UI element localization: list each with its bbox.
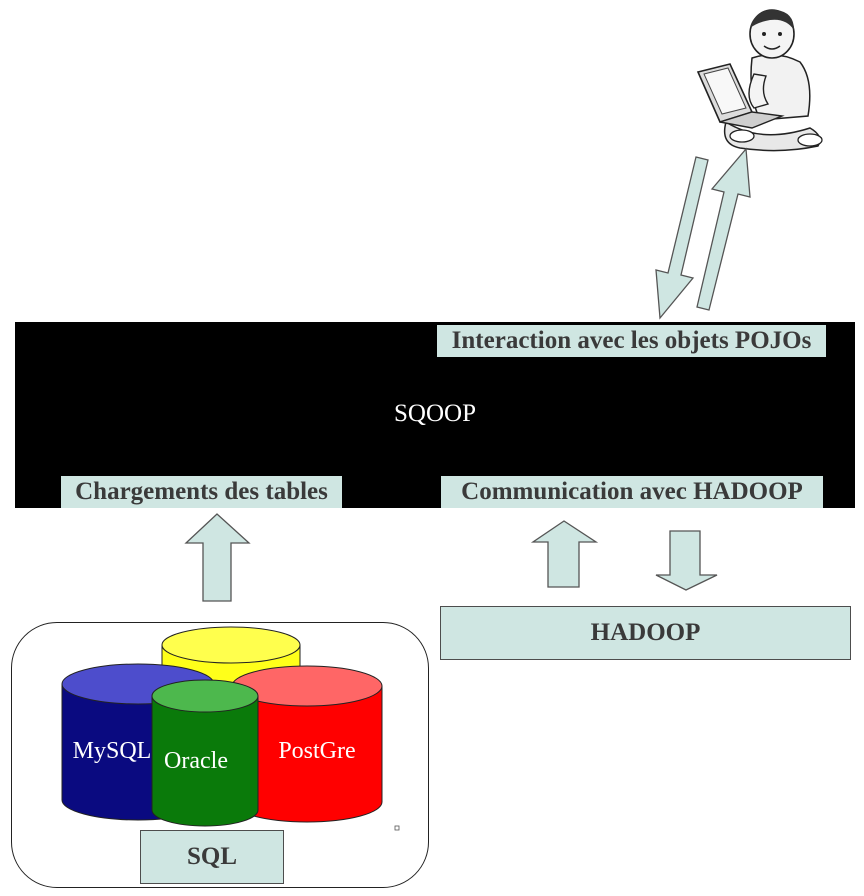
sql-databases-group xyxy=(11,622,429,888)
mysql-label: MySQL xyxy=(73,738,152,764)
sqoop-title: SQOOP xyxy=(394,400,476,427)
oracle-cylinder xyxy=(151,679,259,827)
up-arrow-to-user-icon xyxy=(696,147,751,311)
up-arrow-sql-to-sqoop-icon xyxy=(184,513,251,602)
postgre-label: PostGre xyxy=(278,738,355,764)
resize-handle-icon xyxy=(394,825,400,831)
down-arrow-sqoop-to-hadoop-icon xyxy=(655,530,718,591)
up-arrow-hadoop-to-sqoop-icon xyxy=(530,520,599,588)
hadoop-label: HADOOP xyxy=(590,619,701,646)
oracle-label: Oracle xyxy=(164,748,228,774)
down-arrow-to-sqoop-icon xyxy=(655,156,709,320)
sql-label: SQL xyxy=(186,843,238,870)
user-with-laptop-illustration xyxy=(696,9,823,152)
table-loading-label: Chargements des tables xyxy=(61,476,342,508)
hadoop-communication-label: Communication avec HADOOP xyxy=(441,476,823,508)
hadoop-box: HADOOP xyxy=(440,606,851,660)
sql-label-box: SQL xyxy=(140,830,284,884)
pojo-interaction-label: Interaction avec les objets POJOs xyxy=(437,325,826,357)
postgre-cylinder xyxy=(231,665,383,823)
